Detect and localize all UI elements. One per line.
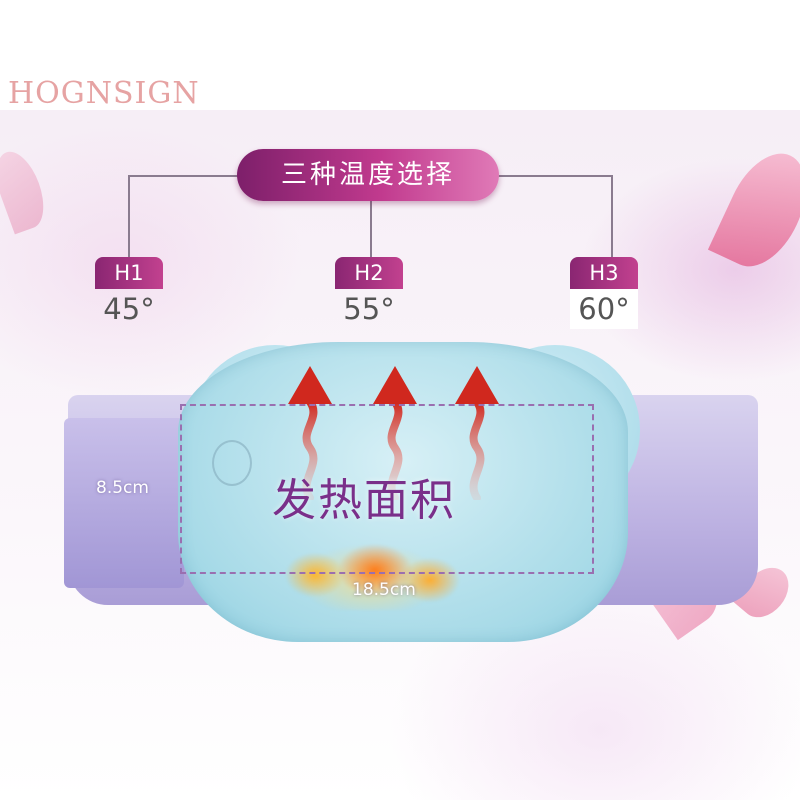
connector-line — [611, 175, 613, 260]
temp-level-h1: H1 — [95, 257, 163, 289]
belt-strap — [64, 418, 184, 588]
heat-arrow-icon — [373, 366, 417, 500]
heat-arrow-icon — [288, 366, 332, 500]
heating-area-label: 发热面积 — [272, 475, 456, 526]
power-button-icon — [212, 440, 252, 486]
connector-line — [128, 175, 130, 260]
temp-level-h2: H2 — [335, 257, 403, 289]
flame-icon — [255, 520, 485, 610]
title-banner: 三种温度选择 — [237, 149, 499, 201]
temp-value-h1: 45° — [103, 292, 155, 326]
temp-value-h2: 55° — [343, 292, 395, 326]
width-dimension: 18.5cm — [352, 580, 416, 600]
temp-level-h3: H3 — [570, 257, 638, 289]
height-dimension: 8.5cm — [96, 478, 149, 498]
heat-arrow-icon — [455, 366, 499, 500]
heating-area-outline — [180, 404, 594, 574]
brand-watermark: HOGNSIGN — [8, 76, 200, 111]
connector-line — [370, 175, 372, 260]
temp-value-h3: 60° — [570, 289, 638, 329]
